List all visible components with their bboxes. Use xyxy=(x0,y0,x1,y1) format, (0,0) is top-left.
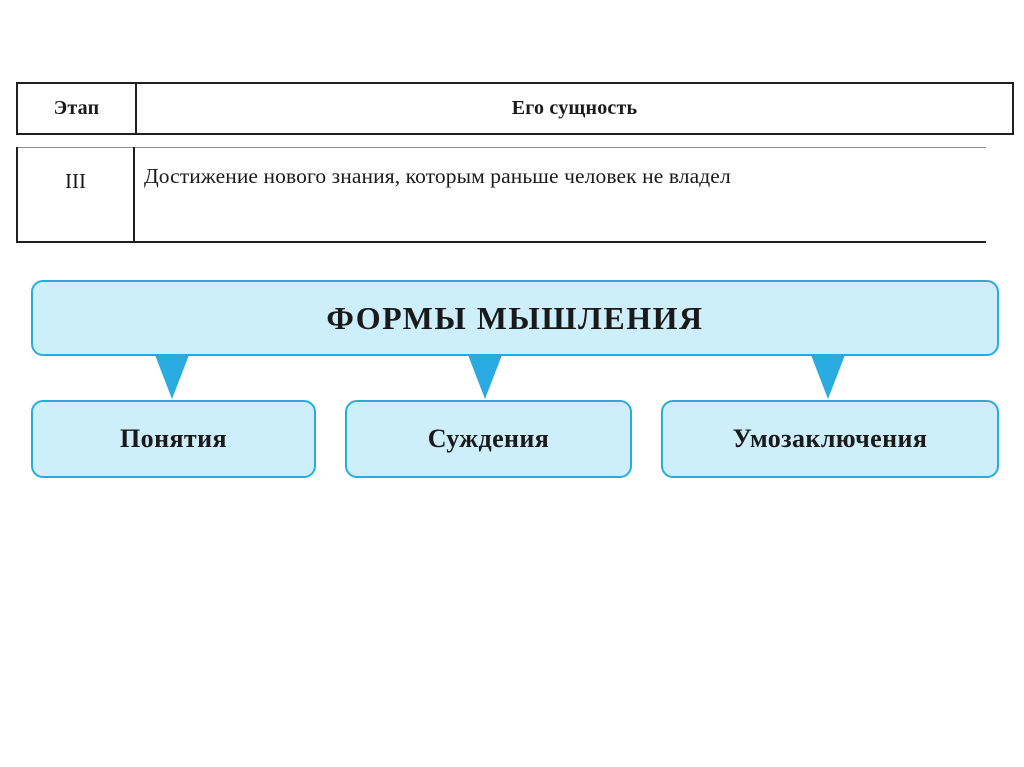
table-header-cell-stage: Этап xyxy=(53,97,100,119)
table-cell-stage: III xyxy=(65,169,86,193)
table-row-top-rule xyxy=(16,147,986,148)
table-row: III Достижение нового знания, которым ра… xyxy=(16,147,986,243)
table-row-column-divider xyxy=(133,147,135,243)
diagram-child-label: Суждения xyxy=(427,424,550,453)
diagram-child-node-umozaklyucheniya: Умозаключения xyxy=(661,400,999,478)
diagram-child-node-suzhdeniya: Суждения xyxy=(345,400,632,478)
diagram-root-label: ФОРМЫ МЫШЛЕНИЯ xyxy=(326,299,704,336)
table-row-left-border xyxy=(16,147,18,243)
table-cell-essence: Достижение нового знания, которым раньше… xyxy=(144,164,731,188)
table-column-divider xyxy=(135,84,137,133)
arrow-down-icon xyxy=(148,354,196,402)
arrow-down-icon xyxy=(804,354,852,402)
diagram-child-label: Понятия xyxy=(120,424,227,453)
diagram-child-label: Умозаключения xyxy=(732,424,928,453)
arrow-down-icon xyxy=(461,354,509,402)
diagram-root-node: ФОРМЫ МЫШЛЕНИЯ xyxy=(31,280,999,356)
diagram-child-node-ponyatiya: Понятия xyxy=(31,400,316,478)
table-header-cell-essence: Его сущность xyxy=(511,97,638,119)
table-header-row: Этап Его сущность xyxy=(16,82,1014,135)
table-row-bottom-rule xyxy=(16,241,986,243)
